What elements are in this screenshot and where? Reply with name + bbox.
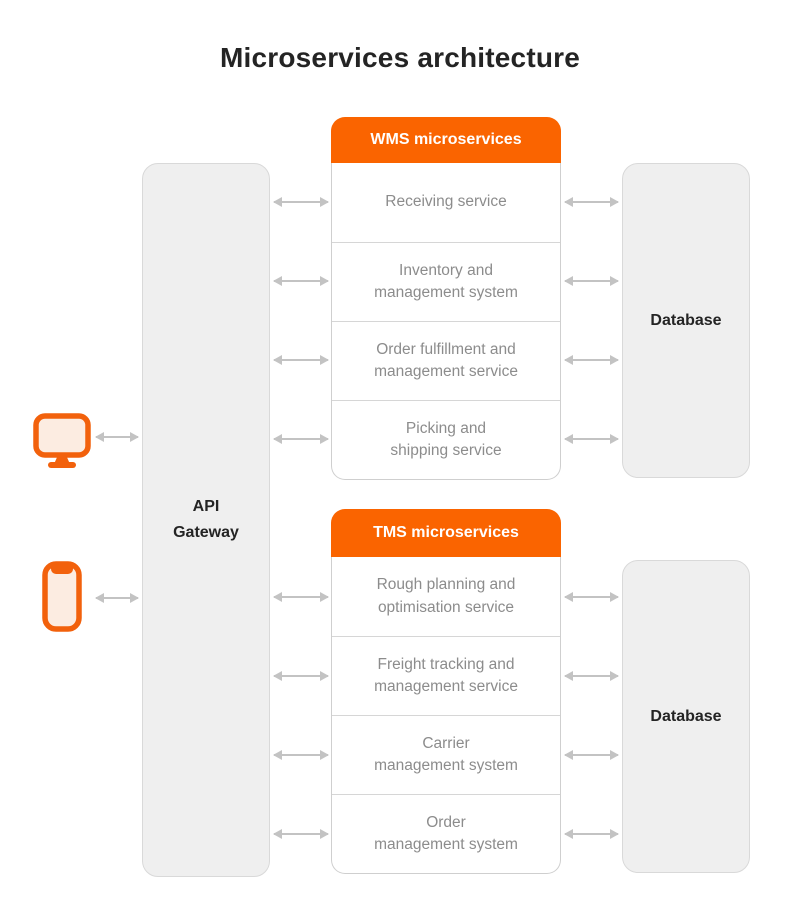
- arrow-wms-db-1: [564, 197, 619, 207]
- api-gateway-box: API Gateway: [142, 163, 270, 877]
- page-title: Microservices architecture: [219, 42, 581, 73]
- arrow-mobile-gateway: [95, 593, 139, 603]
- database-box-top: Database: [622, 163, 750, 478]
- service-row-rough-planning: Rough planning and optimisation service: [376, 576, 516, 616]
- tms-panel-rows: Rough planning and optimisation service …: [331, 557, 561, 874]
- arrow-gateway-tms-2: [273, 671, 329, 681]
- service-row-picking-shipping: Picking and shipping service: [332, 400, 560, 479]
- arrow-wms-db-2: [564, 276, 619, 286]
- database-box-bottom: Database: [622, 560, 750, 873]
- service-row-order-fulfillment: Order fulfillment and management service: [332, 321, 560, 400]
- arrow-gateway-wms-3: [273, 355, 329, 365]
- arrow-desktop-gateway: [95, 432, 139, 442]
- arrow-gateway-wms-2: [273, 276, 329, 286]
- service-row-carrier-management: Carrier management system: [332, 715, 560, 794]
- mobile-phone-icon: [42, 561, 82, 637]
- arrow-wms-db-3: [564, 355, 619, 365]
- arrow-gateway-tms-4: [273, 829, 329, 839]
- arrow-tms-db-4: [564, 829, 619, 839]
- tms-panel: TMS microservices Rough planning and opt…: [331, 509, 561, 874]
- arrow-tms-db-3: [564, 750, 619, 760]
- arrow-gateway-tms-1: [273, 592, 329, 602]
- tms-panel-header: TMS microservices: [331, 509, 561, 557]
- arrow-gateway-wms-4: [273, 434, 329, 444]
- arrow-wms-db-4: [564, 434, 619, 444]
- wms-panel-header: WMS microservices: [331, 117, 561, 163]
- service-row-receiving: Receiving service: [385, 193, 507, 211]
- service-row-freight-tracking: Freight tracking and management service: [332, 636, 560, 715]
- service-row-order-management: Order management system: [332, 794, 560, 873]
- arrow-gateway-wms-1: [273, 197, 329, 207]
- wms-panel-rows: Receiving service Inventory and manageme…: [331, 163, 561, 480]
- arrow-tms-db-1: [564, 592, 619, 602]
- wms-panel: WMS microservices Receiving service Inve…: [331, 117, 561, 480]
- arrow-gateway-tms-3: [273, 750, 329, 760]
- service-row-inventory: Inventory and management system: [332, 242, 560, 321]
- desktop-computer-icon: [33, 413, 91, 476]
- arrow-tms-db-2: [564, 671, 619, 681]
